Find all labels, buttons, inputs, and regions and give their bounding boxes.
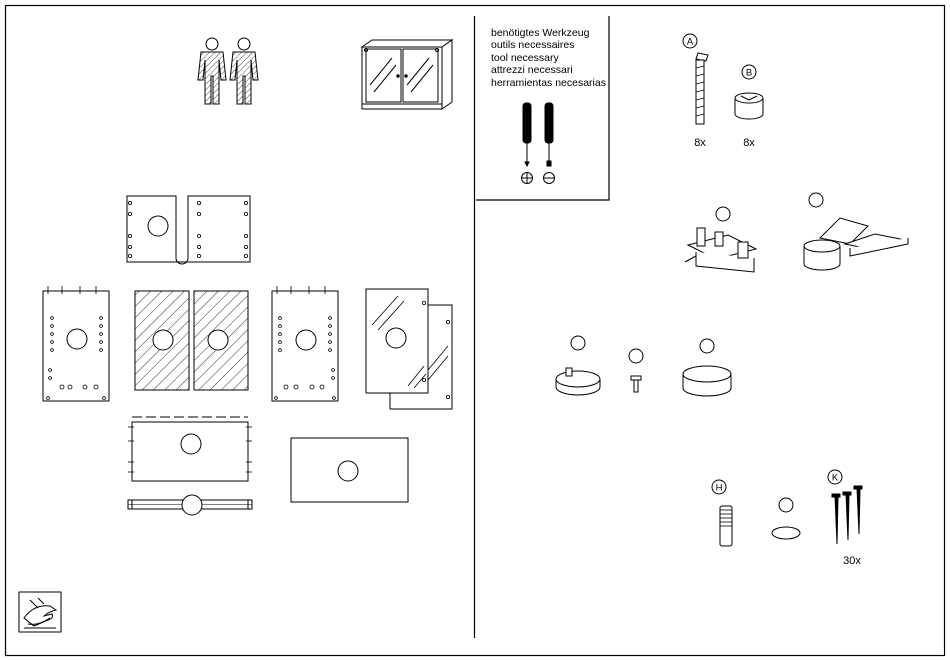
plug-cup-icon — [683, 339, 731, 396]
flathead-screwdriver-icon — [545, 103, 553, 166]
quantity-K: 30x — [843, 555, 861, 567]
tools-required-text: benötigtes Werkzeug outils necessaires t… — [491, 27, 606, 89]
phillips-screwdriver-icon — [523, 103, 531, 166]
small-screw-icon — [629, 349, 643, 392]
tools-line-en: tool necessary — [491, 52, 606, 64]
glass-door-part — [366, 289, 452, 409]
tools-line-fr: outils necessaires — [491, 39, 606, 51]
care-cleaning-icon — [19, 592, 61, 632]
tools-line-es: herramientas necesarias — [491, 77, 606, 89]
hardware-letter-H: H — [716, 483, 723, 494]
right-side-panel-part — [272, 286, 338, 401]
hardware-letter-B: B — [746, 68, 752, 79]
plinth-strip-part — [128, 495, 252, 515]
cam-bolt-A-icon — [683, 34, 708, 124]
two-person-icon — [198, 38, 258, 104]
back-panel-part — [135, 291, 248, 390]
left-side-panel-part — [43, 286, 109, 401]
bottom-shelf-part — [128, 417, 252, 481]
assembled-cabinet-illustration — [362, 40, 452, 109]
top-panel-part — [127, 196, 250, 264]
felt-pad-icon — [772, 498, 800, 539]
tools-line-de: benötigtes Werkzeug — [491, 27, 606, 39]
cam-housing-icon — [556, 336, 600, 395]
quantity-A: 8x — [694, 137, 706, 149]
tools-line-it: attrezzi necessari — [491, 64, 606, 76]
quantity-B: 8x — [743, 137, 755, 149]
hardware-letter-K: K — [832, 473, 839, 484]
hardware-letter-A: A — [687, 37, 694, 48]
shelf-board-part — [291, 438, 408, 502]
hinge-icon — [804, 193, 908, 270]
connector-fitting-icon — [685, 207, 756, 272]
